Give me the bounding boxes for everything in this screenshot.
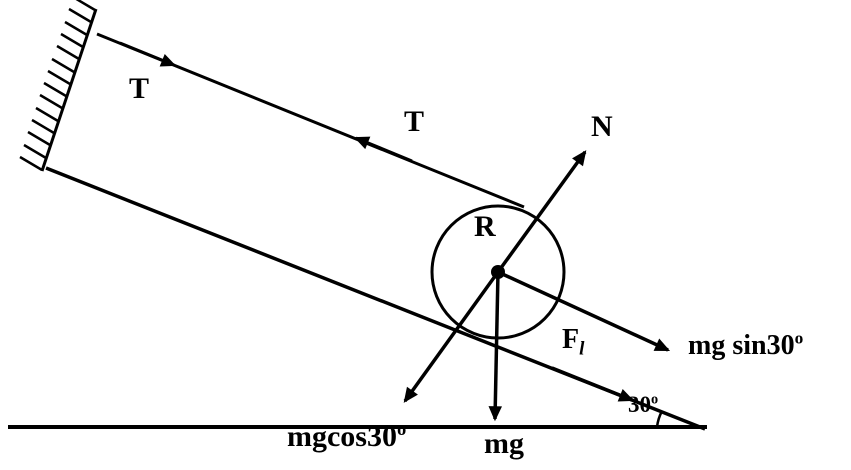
mg-sin-arrow	[497, 270, 671, 352]
tension-label-mid: T	[404, 105, 425, 138]
friction-arrow	[551, 366, 635, 402]
weight-label: mg	[484, 427, 524, 460]
mg-sin-label-sup: o	[794, 328, 804, 348]
tension-label-upper: T	[129, 72, 150, 105]
tension-arrow-mid	[353, 136, 413, 163]
wall-hatching	[19, 0, 96, 172]
angle-label-text: 30	[628, 392, 651, 417]
normal-force-label: N	[591, 110, 613, 143]
mg-cos-label: mgcos30o	[287, 420, 406, 453]
mg-cos-arrow	[403, 270, 500, 403]
normal-force-arrow	[496, 150, 587, 274]
friction-label: Fl	[562, 324, 584, 359]
mg-sin-label-text: mg sin30	[688, 330, 795, 361]
mg-cos-label-sup: o	[396, 419, 407, 440]
angle-arc	[655, 410, 664, 428]
angle-label-sup: o	[651, 391, 659, 408]
angle-label: 30o	[628, 392, 658, 417]
mg-cos-label-text: mgcos30	[287, 420, 397, 453]
friction-label-sub: l	[579, 338, 585, 360]
diagram-strokes	[8, 0, 707, 431]
tension-arrow-upper	[119, 41, 177, 67]
weight-arrow	[488, 271, 503, 422]
mg-sin-label: mg sin30o	[688, 328, 804, 362]
radius-label: R	[474, 210, 496, 243]
friction-label-text: F	[562, 324, 580, 355]
wall-edge-line	[40, 8, 98, 172]
